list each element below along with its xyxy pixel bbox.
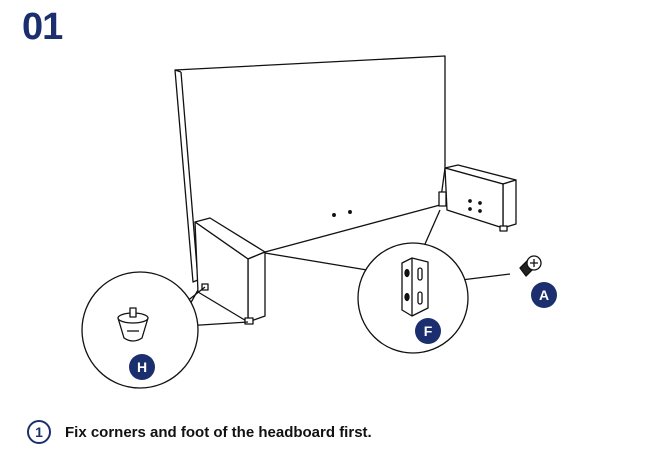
badge-f (415, 318, 441, 344)
screw-a-icon (519, 255, 542, 277)
detail-circle-f (357, 242, 469, 354)
detail-circle-h (81, 271, 199, 389)
badge-a-label: A (539, 287, 549, 303)
left-foot-box (194, 217, 266, 325)
instruction-row: 1 Fix corners and foot of the headboard … (27, 420, 372, 444)
step-number: 01 (22, 6, 63, 48)
right-foot-box (438, 164, 517, 232)
callout-badges: H F A (129, 282, 557, 380)
badge-f-label: F (424, 323, 433, 339)
badge-a (531, 282, 557, 308)
badge-h-label: H (137, 359, 147, 375)
instruction-index: 1 (27, 420, 51, 444)
badge-h (129, 354, 155, 380)
headboard (174, 55, 446, 283)
instruction-text: Fix corners and foot of the headboard fi… (65, 423, 372, 441)
